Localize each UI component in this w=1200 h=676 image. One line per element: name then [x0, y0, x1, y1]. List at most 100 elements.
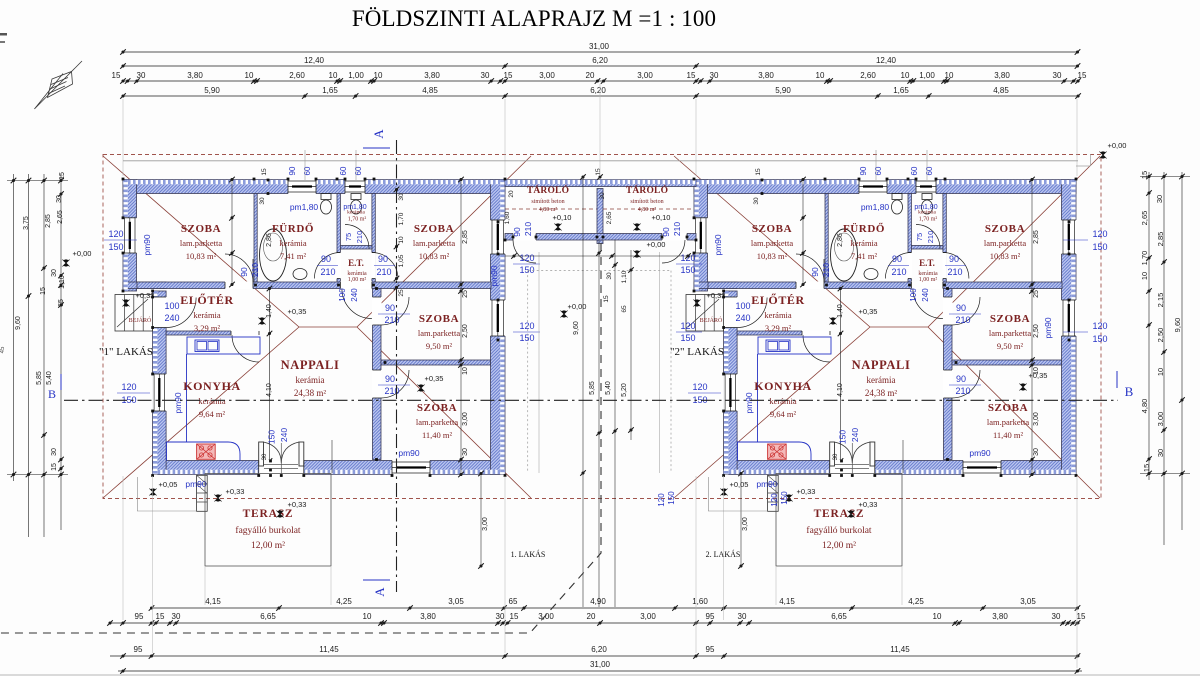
svg-text:60: 60	[354, 166, 363, 175]
svg-text:2,86: 2,86	[266, 233, 273, 247]
svg-text:100: 100	[164, 301, 179, 311]
svg-text:ELŐTÉR: ELŐTÉR	[180, 292, 234, 307]
svg-text:15: 15	[40, 287, 47, 295]
svg-text:4,10: 4,10	[266, 383, 273, 397]
svg-text:"2" LAKÁS: "2" LAKÁS	[670, 346, 724, 358]
svg-text:2,50: 2,50	[462, 324, 469, 338]
svg-text:E.T.: E.T.	[919, 258, 935, 268]
svg-text:FÖLDSZINTI ALAPRAJZ M =1 : 100: FÖLDSZINTI ALAPRAJZ M =1 : 100	[352, 6, 716, 31]
svg-text:240: 240	[350, 288, 359, 302]
svg-text:10,83 m²: 10,83 m²	[757, 251, 788, 261]
svg-text:120: 120	[657, 493, 666, 507]
svg-text:SZOBA: SZOBA	[417, 402, 457, 414]
svg-text:B: B	[1125, 384, 1134, 399]
svg-text:210: 210	[384, 386, 399, 396]
svg-text:1,00: 1,00	[348, 71, 364, 80]
svg-text:pm1,80: pm1,80	[343, 204, 366, 211]
svg-text:lam.parketta: lam.parketta	[418, 328, 460, 338]
svg-text:kerámia: kerámia	[769, 396, 797, 406]
svg-text:95: 95	[706, 612, 715, 621]
svg-text:SZOBA: SZOBA	[419, 313, 459, 325]
svg-text:+0,33: +0,33	[226, 487, 245, 496]
svg-text:30: 30	[398, 193, 405, 201]
svg-text:65: 65	[58, 299, 65, 307]
svg-text:150: 150	[780, 491, 789, 505]
svg-text:kerámia: kerámia	[867, 375, 896, 385]
svg-text:10: 10	[462, 367, 469, 375]
svg-text:10: 10	[245, 71, 254, 80]
svg-text:30: 30	[710, 71, 719, 80]
svg-text:75: 75	[344, 233, 353, 241]
svg-text:E.T.: E.T.	[348, 258, 364, 268]
svg-text:kerámia: kerámia	[193, 310, 221, 320]
svg-text:+0,10: +0,10	[652, 213, 671, 222]
svg-text:5,90: 5,90	[204, 86, 220, 95]
svg-text:150: 150	[267, 430, 277, 444]
svg-text:lam.parketta: lam.parketta	[751, 238, 793, 248]
svg-text:10: 10	[816, 71, 825, 80]
svg-text:5,40: 5,40	[605, 381, 612, 395]
svg-text:60: 60	[339, 166, 348, 175]
svg-text:65: 65	[509, 597, 518, 606]
svg-text:3,80: 3,80	[994, 71, 1010, 80]
svg-text:120: 120	[519, 253, 534, 263]
svg-text:210: 210	[384, 315, 399, 325]
svg-text:KONYHA: KONYHA	[183, 379, 241, 393]
svg-text:9,60: 9,60	[573, 321, 580, 335]
svg-text:kerámia: kerámia	[347, 210, 365, 216]
svg-text:pm90: pm90	[489, 265, 499, 287]
svg-text:30: 30	[1156, 449, 1165, 457]
svg-text:15: 15	[1140, 171, 1149, 179]
svg-text:B: B	[48, 387, 56, 401]
svg-text:95: 95	[134, 645, 143, 654]
svg-text:3,00: 3,00	[1156, 412, 1165, 427]
svg-text:1,10: 1,10	[621, 270, 628, 283]
svg-text:3,00: 3,00	[539, 71, 555, 80]
svg-text:150: 150	[519, 265, 534, 275]
svg-text:15: 15	[156, 612, 165, 621]
svg-text:210: 210	[376, 267, 391, 277]
svg-text:90: 90	[949, 254, 959, 264]
svg-text:simított beton: simított beton	[630, 199, 663, 205]
svg-text:30: 30	[462, 448, 469, 456]
svg-text:95: 95	[135, 612, 144, 621]
svg-text:2,85: 2,85	[462, 230, 469, 244]
svg-text:120: 120	[121, 382, 136, 392]
svg-text:FÜRDŐ: FÜRDŐ	[843, 222, 885, 235]
svg-text:25: 25	[1033, 290, 1040, 298]
svg-text:7,41 m²: 7,41 m²	[280, 251, 307, 261]
svg-text:150: 150	[1092, 334, 1107, 344]
svg-text:+0,00: +0,00	[568, 302, 587, 311]
svg-text:210: 210	[821, 263, 831, 277]
svg-text:1,10: 1,10	[59, 275, 66, 289]
svg-text:30: 30	[753, 197, 760, 205]
svg-text:2,85: 2,85	[45, 214, 52, 228]
svg-text:150: 150	[680, 265, 695, 275]
svg-text:30: 30	[1052, 612, 1061, 621]
svg-text:12,00 m²: 12,00 m²	[822, 541, 856, 551]
svg-text:SZOBA: SZOBA	[990, 313, 1030, 325]
svg-text:210: 210	[523, 222, 533, 236]
svg-text:1,65: 1,65	[322, 86, 338, 95]
svg-text:90: 90	[239, 267, 249, 277]
svg-text:lam.parketta: lam.parketta	[987, 417, 1029, 427]
svg-text:A: A	[372, 587, 387, 597]
svg-text:+0,35: +0,35	[288, 307, 307, 316]
svg-text:lam.parketta: lam.parketta	[989, 328, 1031, 338]
svg-text:pm90: pm90	[713, 234, 723, 256]
svg-text:30: 30	[599, 192, 606, 200]
svg-text:NAPPALI: NAPPALI	[281, 358, 340, 372]
svg-text:210: 210	[672, 222, 682, 236]
svg-text:30: 30	[262, 453, 268, 460]
svg-text:pm1,80: pm1,80	[914, 204, 937, 211]
svg-text:4,80 m²: 4,80 m²	[539, 207, 558, 213]
svg-text:150: 150	[680, 333, 695, 343]
svg-text:1,40: 1,40	[266, 304, 273, 318]
svg-text:240: 240	[164, 313, 179, 323]
svg-text:pm90: pm90	[744, 392, 754, 414]
svg-text:3,00: 3,00	[637, 71, 653, 80]
svg-text:20: 20	[586, 71, 595, 80]
svg-text:210: 210	[926, 231, 935, 244]
svg-text:NAPPALI: NAPPALI	[852, 358, 911, 372]
svg-text:120: 120	[680, 321, 695, 331]
